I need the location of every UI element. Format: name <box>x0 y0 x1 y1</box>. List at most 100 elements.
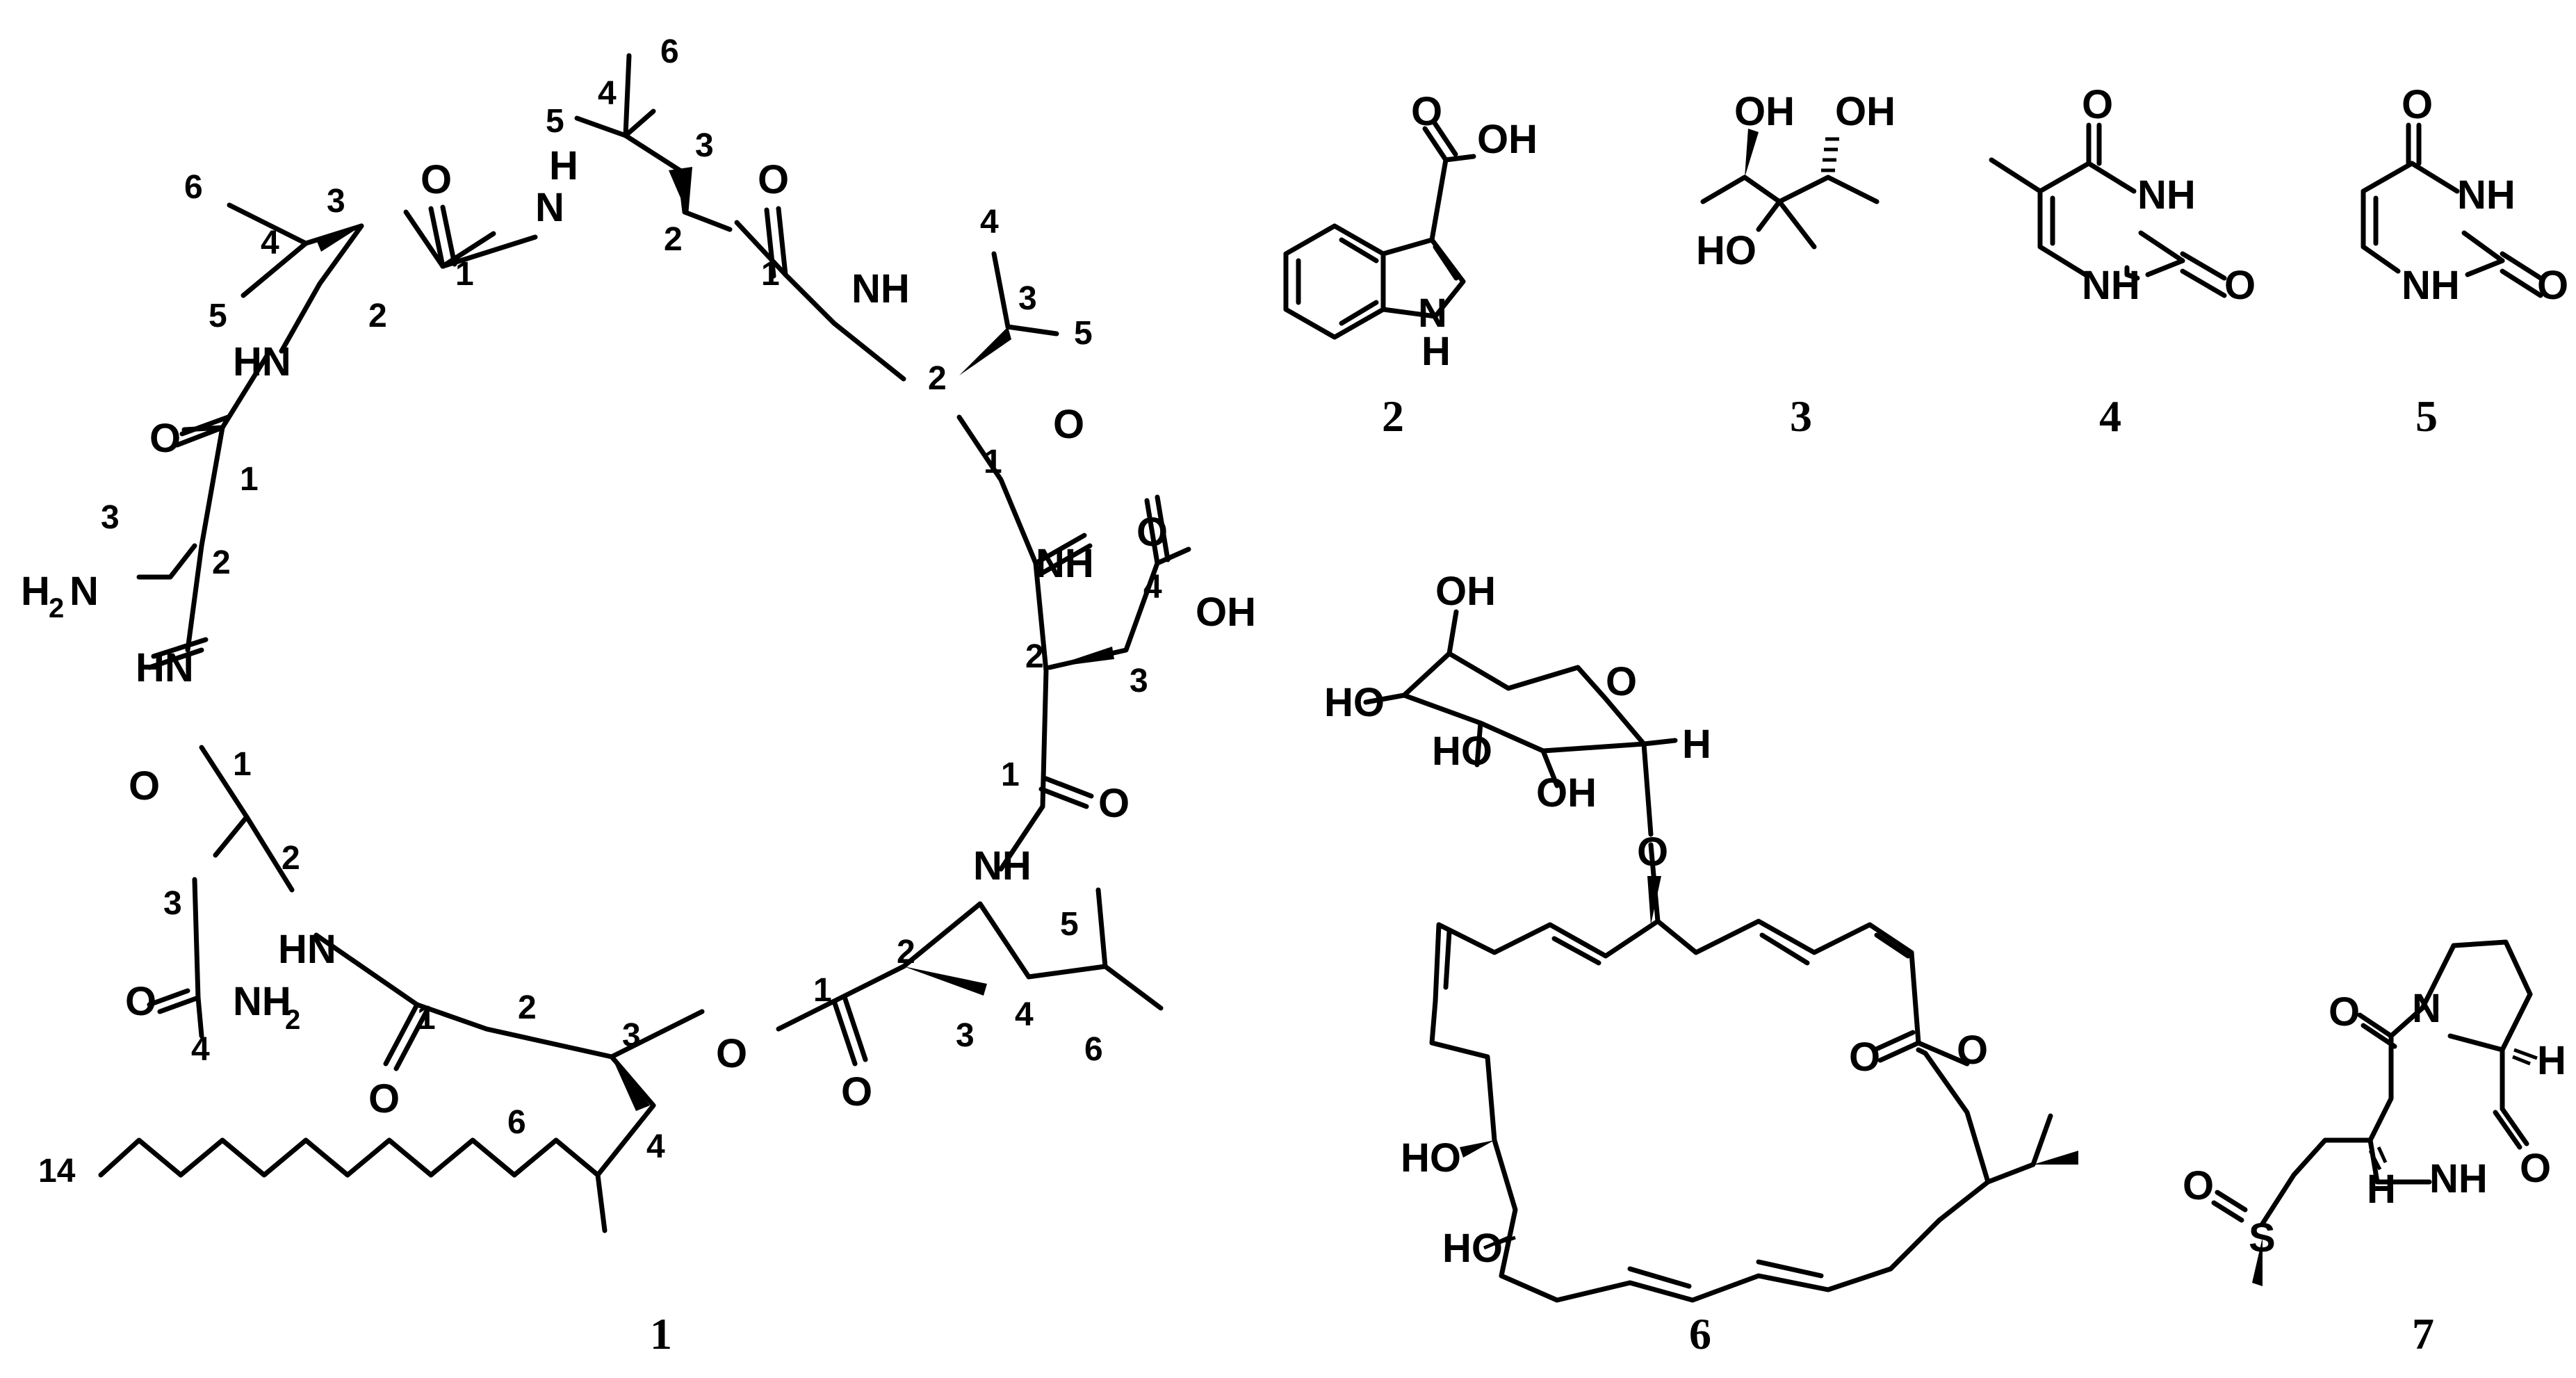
carbon-number: 2 <box>897 934 915 971</box>
atom-label: HN <box>233 339 291 384</box>
bond-line <box>1429 154 1476 243</box>
bond-line <box>1641 741 1654 837</box>
bond-line <box>2361 161 2415 274</box>
compound-label-5: 5 <box>2415 391 2438 441</box>
carbon-number: 14 <box>38 1153 76 1190</box>
atom-label: O <box>2224 263 2256 308</box>
bond-line <box>734 220 906 382</box>
bond-line <box>1474 720 1483 768</box>
atom-label: HO <box>1324 680 1385 725</box>
wedge-bond <box>1050 647 1114 667</box>
bond-line <box>2500 251 2543 281</box>
bond-line <box>1155 546 1191 566</box>
atom-label: H <box>549 143 578 188</box>
bond-line <box>227 202 309 246</box>
atom-label: NH <box>1036 541 1094 586</box>
bond-line <box>1038 543 1093 576</box>
compound-label-6: 6 <box>1689 1309 1711 1359</box>
bond-line <box>195 995 204 1039</box>
atom-label: O <box>2082 82 2113 127</box>
bond-line <box>1916 1040 1970 1067</box>
bond-line <box>1641 738 1678 747</box>
atom-label: NH <box>2429 1156 2488 1201</box>
atom-label: NH <box>233 979 291 1024</box>
carbon-number: 1 <box>240 461 259 498</box>
atom-label: O <box>1606 659 1637 704</box>
bond-line <box>2367 1005 2432 1185</box>
carbon-number: 5 <box>209 298 227 334</box>
wedge-bond <box>2033 1151 2078 1165</box>
bond-line <box>991 251 1011 330</box>
bond-line <box>623 53 632 138</box>
bond-line <box>2357 1012 2394 1039</box>
carbon-number: 6 <box>184 169 203 206</box>
compound-label-4: 4 <box>2099 391 2121 441</box>
bond-line <box>244 814 295 893</box>
compound-1-structure: H N O O NH HN O O NH O OH H 2 N HN O O N… <box>21 33 1256 1233</box>
carbon-number: 3 <box>1018 280 1037 317</box>
atom-label: HO <box>1442 1226 1503 1271</box>
bond-line <box>199 425 225 549</box>
bond-line <box>1401 651 1647 754</box>
bond-line <box>682 209 733 232</box>
atom-label: O <box>1637 829 1668 875</box>
bond-line <box>1095 887 1108 969</box>
atom-label: O <box>125 979 156 1024</box>
atom-label: O <box>129 763 160 809</box>
bond-line <box>440 234 538 269</box>
carbon-number: 1 <box>455 256 474 293</box>
bond-line <box>151 637 209 659</box>
carbon-number: 2 <box>928 360 947 397</box>
atom-label: N <box>70 569 99 614</box>
atom-label: HO <box>1432 729 1492 774</box>
atom-label: O <box>716 1031 747 1076</box>
carbon-number: 3 <box>163 885 182 922</box>
bond-line <box>1756 199 1782 232</box>
wedge-bond <box>904 966 987 996</box>
carbon-number: 6 <box>1084 1031 1103 1068</box>
atom-label: O <box>1098 781 1130 826</box>
bond-line <box>98 1054 656 1178</box>
compound-label-3: 3 <box>1790 391 1812 441</box>
bond-line <box>179 414 231 437</box>
bond-line <box>1759 932 1810 966</box>
bond-line <box>2465 258 2505 277</box>
compound-label-7: 7 <box>2412 1309 2434 1359</box>
atom-label: O <box>2537 263 2568 308</box>
bond-line <box>1429 842 1991 1303</box>
atom-label: NH <box>973 843 1032 889</box>
atom-subscript: 2 <box>49 593 64 624</box>
bond-line <box>2377 1146 2388 1164</box>
carbon-number: 2 <box>368 298 387 334</box>
atom-label: O <box>841 1069 872 1114</box>
atom-label: OH <box>1536 770 1597 816</box>
carbon-number: 4 <box>191 1031 210 1068</box>
bond-line <box>383 1002 420 1067</box>
bond-line <box>1422 126 1449 163</box>
bond-line <box>2368 1149 2382 1171</box>
bond-line <box>1916 1047 1991 1185</box>
atom-label: O <box>2520 1146 2551 1191</box>
bond-line <box>1777 199 1817 250</box>
bond-line <box>2513 1048 2538 1060</box>
bond-line <box>136 543 197 580</box>
atom-subscript: 2 <box>285 1005 300 1035</box>
bond-line <box>174 425 225 448</box>
atom-label: O <box>1136 510 1168 555</box>
bond-line <box>1655 918 1914 955</box>
atom-label: O <box>1957 1028 1988 1073</box>
bond-line <box>595 1172 608 1233</box>
carbon-number: 2 <box>1025 638 1044 675</box>
atom-label: OH <box>1835 89 1896 134</box>
bond-line <box>1432 120 1458 157</box>
bond-line <box>2500 268 2543 298</box>
carbon-number: 3 <box>101 499 120 536</box>
bond-line <box>241 241 309 298</box>
bond-line <box>2124 265 2140 281</box>
bond-line <box>1877 1040 1921 1063</box>
bond-line <box>147 988 190 1007</box>
bond-line <box>2500 1047 2529 1146</box>
atom-label: H <box>1682 722 1711 767</box>
bond-line <box>1985 1113 2053 1185</box>
bond-line <box>1540 748 1560 788</box>
